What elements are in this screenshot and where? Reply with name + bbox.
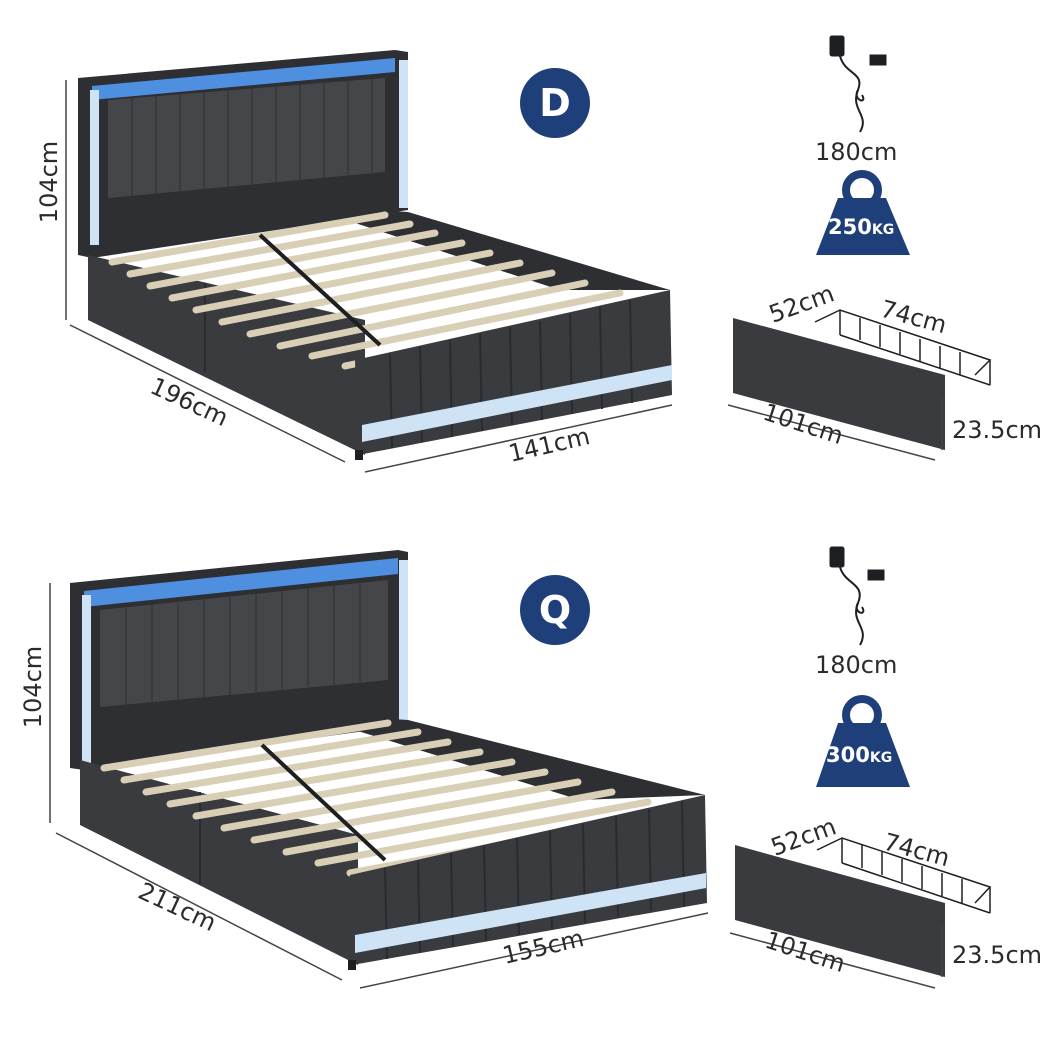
drawer-height-label: 23.5cm	[952, 941, 1043, 969]
load-capacity-value: 250	[828, 215, 872, 239]
cable-length-label: 180cm	[815, 138, 898, 166]
headboard-panel	[100, 580, 388, 707]
load-capacity-unit: KG	[869, 750, 893, 766]
led-strip-footboard	[355, 873, 706, 953]
dimension-lines	[49, 583, 709, 989]
dimension-lines	[65, 80, 673, 473]
size-badge: D	[520, 68, 590, 138]
load-capacity-unit: KG	[871, 222, 895, 238]
headboard-panel	[108, 78, 385, 198]
led-strip-right	[399, 60, 408, 208]
bed-section-q: 104cm 211cm 155cm Q 180cm 300KG 52cm 74c…	[0, 525, 1050, 1050]
drawer-illustration	[727, 309, 992, 461]
weight-icon	[816, 170, 910, 255]
headboard-height-label: 104cm	[35, 140, 64, 224]
drawer-illustration	[729, 837, 992, 989]
headboard-height-label: 104cm	[19, 645, 48, 729]
size-badge: Q	[520, 575, 590, 645]
led-strip-top	[92, 58, 395, 100]
led-strip-footboard	[362, 365, 672, 442]
load-capacity-value: 300	[826, 743, 870, 767]
weight-icon	[816, 695, 910, 787]
cable-length-label: 180cm	[815, 651, 898, 679]
load-capacity-label: 250KG	[828, 217, 894, 238]
bed-illustration-d	[65, 35, 992, 473]
load-capacity-label: 300KG	[826, 745, 892, 766]
led-strip-left	[82, 595, 91, 765]
side-rail	[80, 760, 358, 965]
power-adapter-icon	[829, 35, 887, 133]
led-strip-top	[84, 558, 398, 607]
power-adapter-icon	[829, 546, 885, 646]
headboard-tufting	[125, 583, 361, 705]
led-strip-left	[90, 90, 99, 245]
bed-illustration-q	[49, 546, 992, 989]
drawer-height-label: 23.5cm	[952, 416, 1043, 444]
headboard-tufting	[131, 79, 373, 196]
led-strip-right	[399, 560, 408, 722]
bed-section-d: 104cm 196cm 141cm D 180cm 250KG 52cm 74c…	[35, 35, 1043, 473]
